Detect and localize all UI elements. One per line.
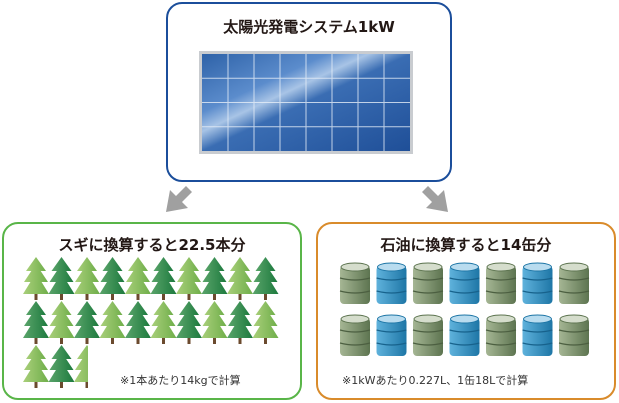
oil-drum-icon — [558, 314, 590, 356]
arrow-down-right-icon — [422, 186, 448, 212]
oil-drum-icon — [412, 262, 444, 304]
cedar-tree-icon — [227, 257, 253, 300]
solar-panel — [199, 51, 413, 154]
cedar-tree-icon — [48, 345, 75, 388]
cedar-tree-icon — [125, 301, 151, 344]
cedar-tree-icon — [23, 257, 49, 300]
solar-title: 太陽光発電システム1kW — [223, 18, 395, 36]
cedar-tree-icon — [252, 301, 279, 344]
oil-drum-icon — [485, 314, 517, 356]
oil-drum-icon — [339, 314, 371, 356]
arrow-down-left-icon — [166, 186, 192, 212]
cedar-tree-icon — [74, 345, 88, 388]
oil-drum-icon — [522, 262, 553, 304]
oil-equivalent-box: 石油に換算すると14缶分 ※1kWあたり0.227L、1缶18Lで計算 — [316, 222, 616, 400]
oil-drum-icon — [449, 314, 480, 356]
cedar-tree-icon — [125, 257, 151, 300]
cedar-tree-icon — [74, 257, 100, 300]
oil-drum-icon — [376, 314, 407, 356]
cedar-tree-icon — [201, 257, 228, 300]
oil-drum-icon — [412, 314, 444, 356]
cedar-tree-icon — [201, 301, 228, 344]
cedar-tree-icon — [23, 301, 49, 344]
cedar-equivalent-box: スギに換算すると22.5本分 ※1本あたり14kgで計算 — [2, 222, 302, 400]
cedar-tree-icon — [74, 301, 100, 344]
oil-drum-icon — [558, 262, 590, 304]
cedar-tree-icon — [227, 301, 253, 344]
oil-drum-icon — [522, 314, 553, 356]
cedar-tree-icon — [150, 301, 177, 344]
oil-drum-icon — [485, 262, 517, 304]
oil-drum-icon — [449, 262, 480, 304]
cedar-tree-icon — [99, 301, 126, 344]
oil-note: ※1kWあたり0.227L、1缶18Lで計算 — [342, 374, 529, 387]
cedar-tree-icon — [176, 301, 202, 344]
cedar-note: ※1本あたり14kgで計算 — [120, 374, 241, 387]
cedar-title: スギに換算すると22.5本分 — [58, 236, 246, 254]
oil-title: 石油に換算すると14缶分 — [380, 236, 552, 254]
cedar-tree-icon — [23, 345, 49, 388]
oil-drum-icon — [339, 262, 371, 304]
cedar-tree-icon — [48, 301, 75, 344]
cedar-tree-icon — [150, 257, 177, 300]
cedar-tree-icon — [176, 257, 202, 300]
cedar-tree-icon — [99, 257, 126, 300]
oil-drum-icon — [376, 262, 407, 304]
cedar-tree-icon — [48, 257, 75, 300]
cedar-tree-icon — [252, 257, 279, 300]
